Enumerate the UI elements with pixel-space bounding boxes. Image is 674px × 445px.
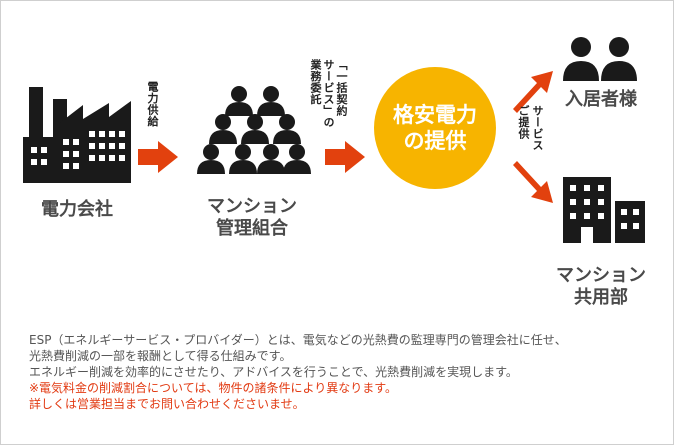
caption-line1: ESP（エネルギーサービス・プロバイダー）とは、電気などの光熱費の監理専門の管理… [29,333,567,347]
service-provide-label: サービス ご提供 [517,105,544,151]
common-area-label-line2: 共用部 [574,287,628,308]
service-provide-line2: ご提供 [517,105,530,140]
bulk-contract-line1: 「一括契約 [335,59,348,117]
caption-note2: 詳しくは営業担当までお問い合わせくださいませ。 [29,397,305,411]
caption-line3: エネルギー削減を効率的にさせたり、アドバイスを行うことで、光熱費削減を実現します… [29,365,518,379]
group-people-icon [197,86,311,174]
power-supply-label: 電力供給 [146,81,159,127]
mansion-union-label-line2: 管理組合 [216,218,288,239]
two-people-icon [563,37,637,81]
factory-icon [23,87,131,183]
cheap-power-circle: 格安電力 の提供 [374,67,496,189]
bulk-contract-line3: 業務委託 [309,59,322,105]
common-area-label-line1: マンション [556,265,646,286]
building-icon [563,177,645,243]
bulk-contract-line2: サービス」の [322,59,335,128]
caption-note1: ※電気料金の削減割合については、物件の諸条件により異なります。 [29,381,398,395]
residents-label: 入居者様 [565,89,637,110]
caption: ESP（エネルギーサービス・プロバイダー）とは、電気などの光熱費の監理専門の管理… [29,332,659,412]
service-provide-line1: サービス [531,105,544,151]
mansion-union-label-line1: マンション [207,196,297,217]
arrow-up-right-icon [513,71,553,113]
arrow-right-icon [325,141,365,173]
arrow-down-right-icon [513,161,553,203]
mansion-union-label: マンション 管理組合 [191,196,313,240]
bulk-contract-label: 「一括契約 サービス」の 業務委託 [309,59,348,139]
cheap-power-text: 格安電力 の提供 [393,103,477,153]
arrow-right-icon [138,141,178,173]
power-company-label: 電力会社 [41,199,113,220]
caption-line2: 光熱費削減の一部を報酬として得る仕組みです。 [29,349,292,363]
common-area-label: マンション 共用部 [549,265,653,309]
